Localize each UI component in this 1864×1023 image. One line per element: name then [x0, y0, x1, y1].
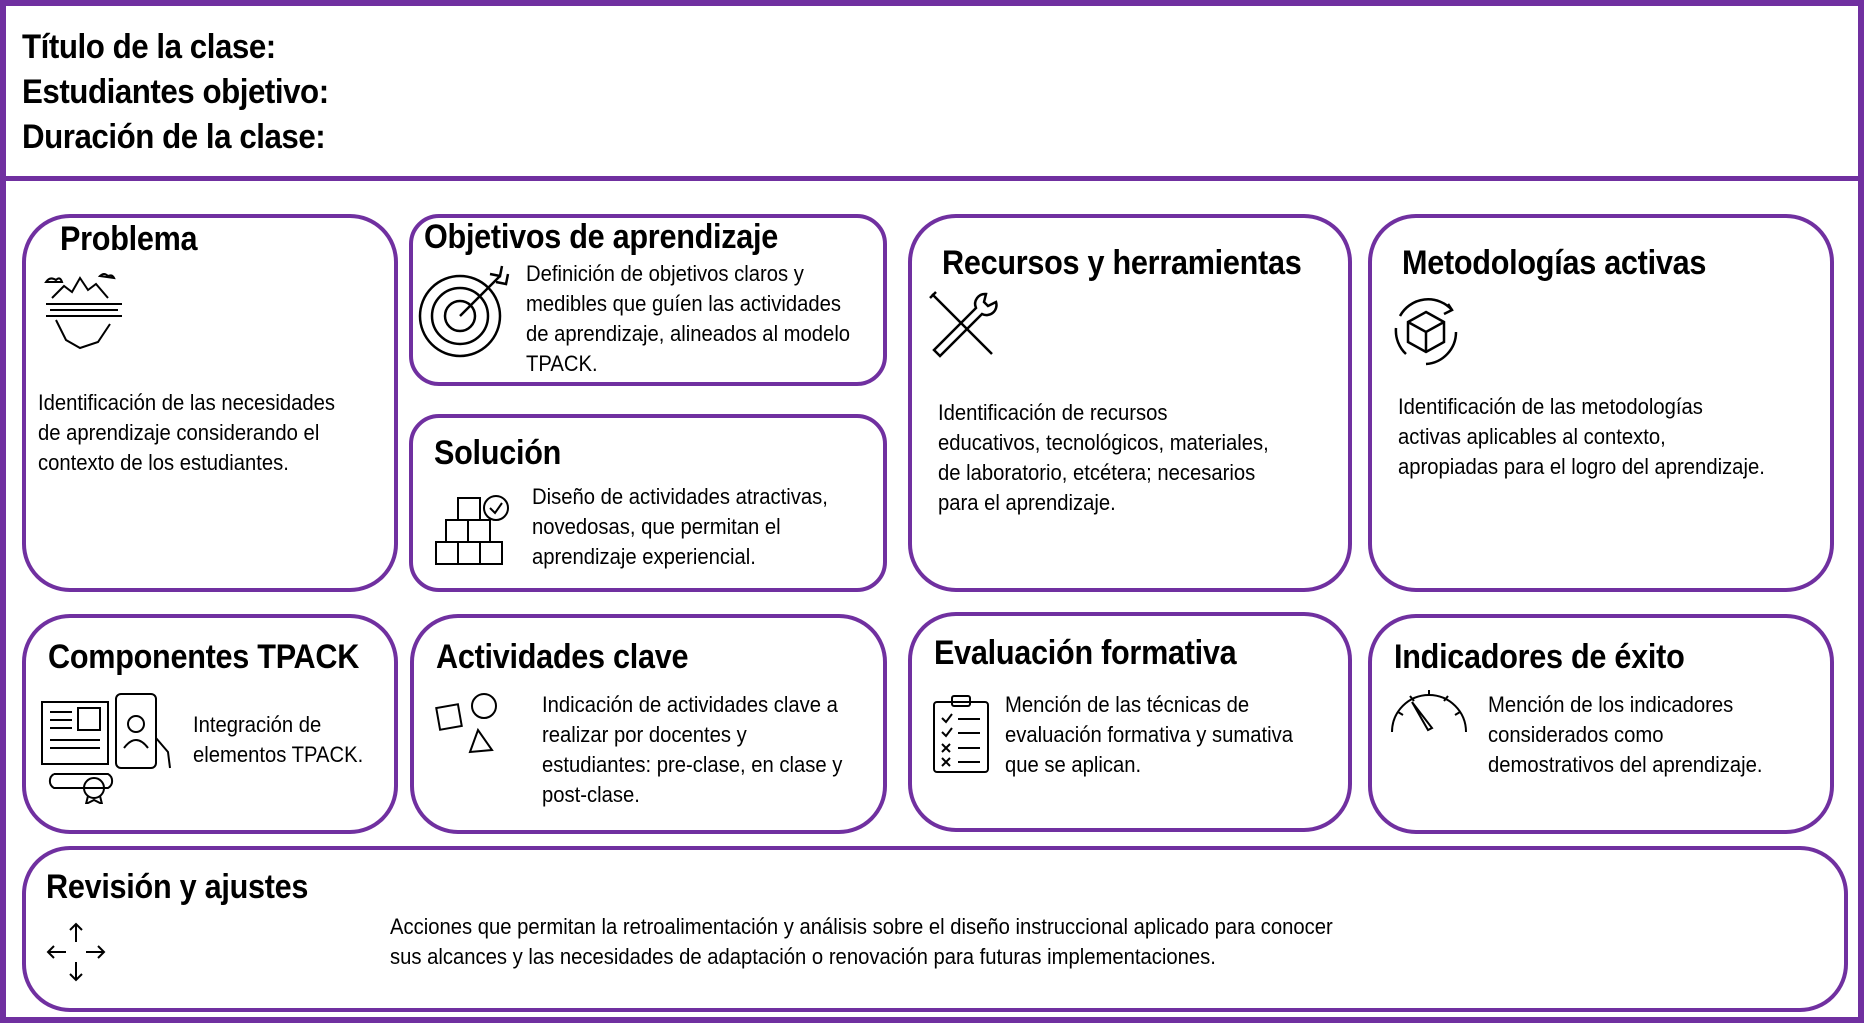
card-tpack: [22, 614, 398, 834]
documents-phone-icon: [38, 688, 178, 804]
card-solucion: [409, 414, 887, 592]
card-evaluacion-text: Mención de las técnicas de evaluación fo…: [1005, 692, 1293, 777]
card-indicadores-text: Mención de los indicadores considerados …: [1488, 692, 1763, 777]
card-actividades-text: Indicación de actividades clave a realiz…: [542, 692, 843, 807]
shapes-icon: [434, 692, 502, 756]
card-revision-title: Revisión y ajustes: [46, 868, 309, 906]
card-metodologias-title: Metodologías activas: [1402, 244, 1707, 282]
card-indicadores: [1368, 614, 1834, 834]
card-actividades-title: Actividades clave: [436, 638, 689, 676]
class-duration-label: Duración de la clase:: [22, 118, 326, 156]
class-title-label: Título de la clase:: [22, 28, 276, 66]
card-revision: [22, 846, 1848, 1012]
card-tpack-text: Integración de elementos TPACK.: [193, 712, 364, 767]
card-objetivos-text: Definición de objetivos claros y medible…: [526, 261, 851, 376]
move-arrows-icon: [44, 920, 108, 984]
card-metodologias-text: Identificación de las metodologías activ…: [1398, 394, 1765, 479]
card-objetivos-title: Objetivos de aprendizaje: [424, 218, 779, 256]
card-actividades: [410, 614, 887, 834]
boxes-check-icon: [434, 492, 514, 566]
tools-icon: [926, 288, 1000, 362]
card-metodologias: [1368, 214, 1834, 592]
gauge-icon: [1388, 682, 1470, 738]
card-revision-text: Acciones que permitan la retroalimentaci…: [390, 914, 1333, 969]
card-indicadores-title: Indicadores de éxito: [1394, 638, 1685, 676]
checklist-icon: [930, 692, 992, 774]
card-problema-title: Problema: [60, 220, 198, 258]
card-problema: [22, 214, 398, 592]
iceberg-icon: [42, 268, 128, 354]
card-solucion-title: Solución: [434, 434, 562, 472]
cycle-box-icon: [1386, 292, 1468, 374]
card-tpack-title: Componentes TPACK: [48, 638, 360, 676]
card-recursos-text: Identificación de recursos educativos, t…: [938, 400, 1269, 515]
target-students-label: Estudiantes objetivo:: [22, 73, 329, 111]
card-recursos-title: Recursos y herramientas: [942, 244, 1302, 282]
card-objetivos: [409, 214, 887, 386]
card-evaluacion: [908, 612, 1352, 832]
card-evaluacion-title: Evaluación formativa: [934, 634, 1237, 672]
target-icon: [418, 264, 514, 360]
header-divider: [0, 176, 1864, 181]
card-problema-text: Identificación de las necesidades de apr…: [38, 390, 336, 475]
card-solucion-text: Diseño de actividades atractivas, novedo…: [532, 484, 828, 569]
card-recursos: [908, 214, 1352, 592]
